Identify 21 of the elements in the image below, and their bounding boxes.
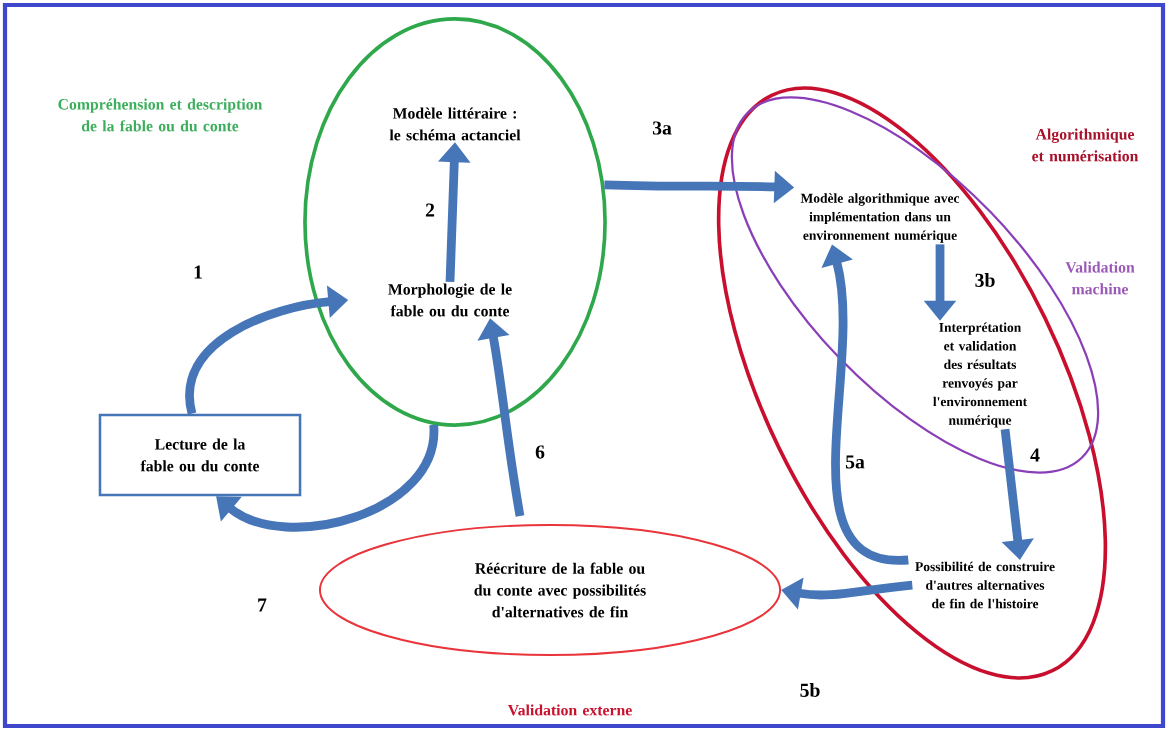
edge-label: 5a [843,454,867,470]
node-text: Réécriture de la fable ou du conte avec possibilités d'alternatives de fin [474,562,646,618]
group-heading: Compréhension et description de la fable ou du conte [58,98,263,132]
edge-label: 4 [1028,447,1042,463]
group-heading: Validation externe [507,704,632,716]
arrow [216,424,439,532]
group-heading: Validation machine [1065,261,1135,295]
node-text: Morphologie de le fable ou du conte [388,283,512,317]
edge-label: 3a [650,120,674,136]
node-text: Interprétation et validation des résultats renvoyés par l'environnement numérique [933,322,1028,428]
group-heading: Algorithmique et numérisation [1032,128,1139,162]
edge-label: 3b [973,271,997,289]
edge-label: 2 [423,202,437,218]
process-box: Lecture de la fable ou du conte [98,413,302,497]
edge-label: 1 [191,264,205,280]
node-text: Modèle littéraire : le schéma actanciel [389,107,521,141]
edge-label: 5b [798,681,822,699]
node-text: Modèle algorithmique avec implémentation dans un environnement numérique [800,193,960,243]
edge-label: 7 [255,597,269,613]
node-text: Possibilité de construire d'autres alternatives de fin de l'histoire [915,561,1055,609]
edge-label: 6 [533,444,547,461]
